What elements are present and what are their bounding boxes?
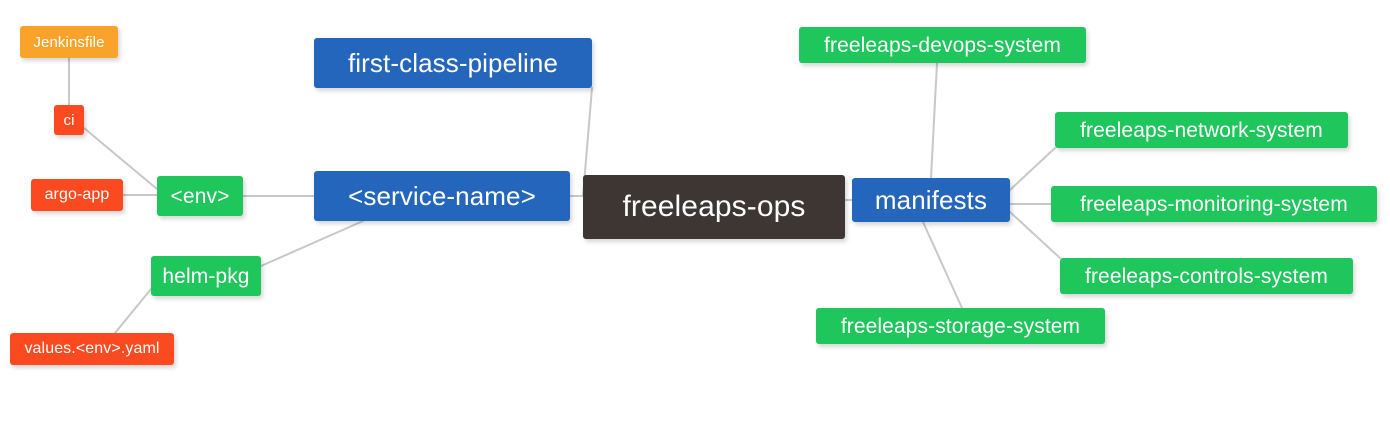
node-freeleaps-controls-system[interactable]: freeleaps-controls-system (1060, 258, 1353, 294)
node-service-name[interactable]: <service-name> (314, 171, 570, 221)
node-label-freeleaps-devops-system: freeleaps-devops-system (824, 33, 1061, 57)
node-freeleaps-storage-system[interactable]: freeleaps-storage-system (816, 308, 1105, 344)
node-freeleaps-ops[interactable]: freeleaps-ops (583, 175, 845, 239)
node-freeleaps-monitoring-system[interactable]: freeleaps-monitoring-system (1051, 186, 1377, 222)
node-label-values-env-yaml: values.<env>.yaml (24, 340, 160, 357)
node-helm-pkg[interactable]: helm-pkg (151, 256, 261, 296)
node-label-jenkinsfile: Jenkinsfile (33, 33, 105, 51)
edge-manifests-to-freeleaps-storage-system (922, 221, 963, 309)
node-first-class-pipeline[interactable]: first-class-pipeline (314, 38, 592, 88)
edge-service-name-to-helm-pkg (260, 220, 364, 267)
node-values-env-yaml[interactable]: values.<env>.yaml (10, 333, 174, 365)
node-label-env: <env> (170, 184, 230, 208)
node-label-freeleaps-network-system: freeleaps-network-system (1080, 118, 1323, 142)
node-label-helm-pkg: helm-pkg (162, 264, 250, 288)
edge-helm-pkg-to-values-env-yaml (114, 288, 152, 334)
node-env[interactable]: <env> (157, 176, 243, 216)
node-label-manifests: manifests (874, 185, 988, 215)
node-label-service-name: <service-name> (348, 181, 536, 211)
node-label-freeleaps-controls-system: freeleaps-controls-system (1085, 264, 1328, 288)
node-ci[interactable]: ci (54, 105, 84, 135)
node-argo-app[interactable]: argo-app (31, 179, 123, 211)
node-manifests[interactable]: manifests (852, 178, 1010, 222)
node-jenkinsfile[interactable]: Jenkinsfile (20, 26, 118, 58)
node-label-argo-app: argo-app (44, 186, 110, 203)
node-label-first-class-pipeline: first-class-pipeline (347, 48, 559, 78)
node-label-freeleaps-ops: freeleaps-ops (622, 190, 806, 223)
edge-manifests-to-freeleaps-network-system (1009, 147, 1056, 191)
node-freeleaps-devops-system[interactable]: freeleaps-devops-system (799, 27, 1086, 63)
edge-manifests-to-freeleaps-devops-system (930, 62, 938, 179)
node-label-freeleaps-storage-system: freeleaps-storage-system (840, 314, 1081, 338)
node-label-freeleaps-monitoring-system: freeleaps-monitoring-system (1080, 192, 1348, 216)
node-freeleaps-network-system[interactable]: freeleaps-network-system (1055, 112, 1348, 148)
node-label-ci: ci (63, 111, 75, 129)
